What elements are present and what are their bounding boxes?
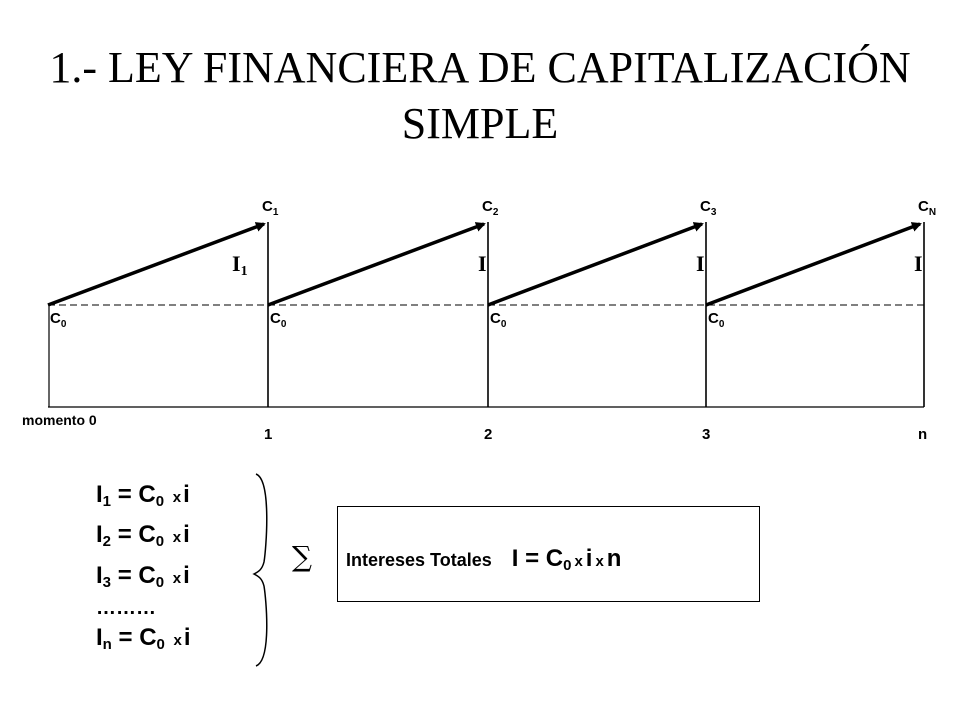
total-interest-box <box>337 506 760 602</box>
capital-growth-arrow <box>705 222 922 307</box>
base-capital-label: C0 <box>270 310 287 330</box>
title-line-2: SIMPLE <box>401 99 559 148</box>
equation-ellipsis: ……… <box>96 597 156 619</box>
equation-row-n: In = C0 xi <box>96 624 191 653</box>
capital-growth-arrow <box>267 222 486 307</box>
total-interest-label: Intereses Totales <box>346 550 492 570</box>
period-tick-label: 3 <box>702 426 710 443</box>
moment-0-label: momento 0 <box>22 412 97 428</box>
interest-label: I <box>696 251 705 276</box>
period-tick-label: 1 <box>264 426 272 443</box>
accumulated-capital-label: C3 <box>700 198 717 218</box>
base-capital-label: C0 <box>708 310 725 330</box>
diagram-lines <box>47 222 926 408</box>
accumulated-capital-label: C1 <box>262 198 279 218</box>
interest-label: I <box>478 251 487 276</box>
base-capital-label: C0 <box>50 310 67 330</box>
equation-row-2: I2 = C0 xi <box>96 521 190 550</box>
interest-label: I1 <box>232 251 248 279</box>
interest-label: I <box>914 251 923 276</box>
period-tick-label: n <box>918 426 927 443</box>
capital-growth-arrow <box>487 222 704 307</box>
sum-symbol: ∑ <box>292 540 312 573</box>
equation-row-1: I1 = C0 xi <box>96 481 190 510</box>
title-line-1: 1.- LEY FINANCIERA DE CAPITALIZACIÓN <box>49 43 911 92</box>
period-tick-label: 2 <box>484 426 492 443</box>
curly-brace <box>252 473 268 667</box>
equation-row-3: I3 = C0 xi <box>96 562 190 591</box>
accumulated-capital-label: C2 <box>482 198 499 218</box>
base-capital-label: C0 <box>490 310 507 330</box>
accumulated-capital-label: CN <box>918 198 936 218</box>
capital-growth-arrow <box>47 222 266 307</box>
